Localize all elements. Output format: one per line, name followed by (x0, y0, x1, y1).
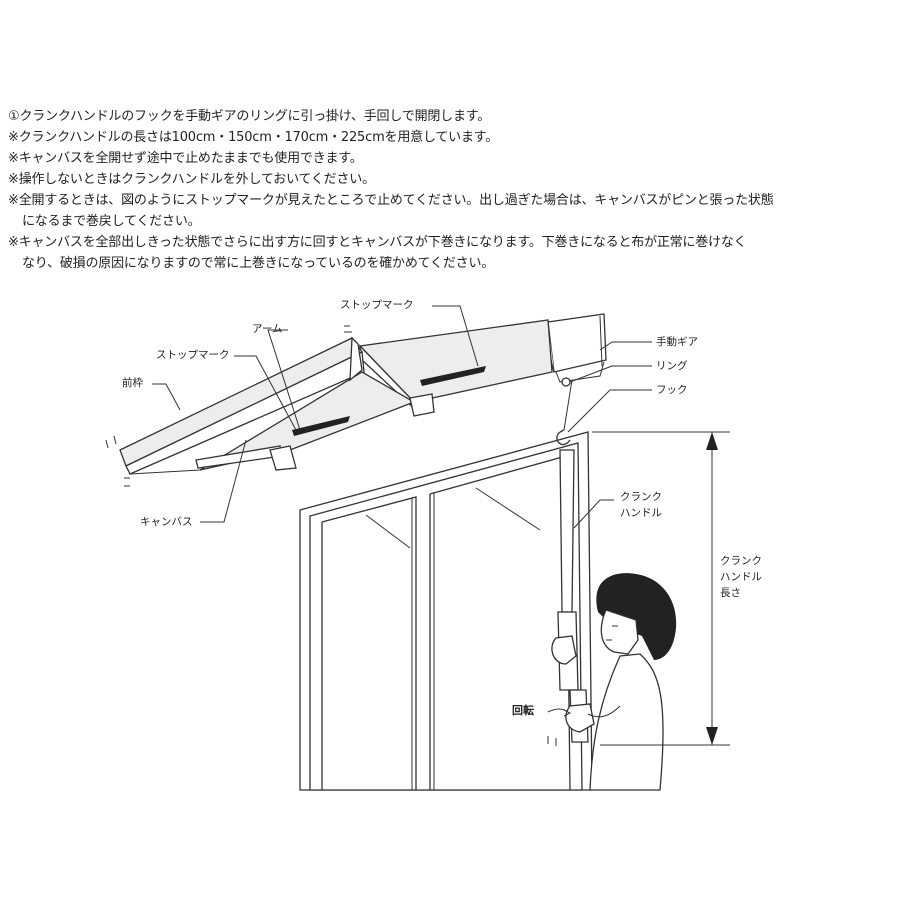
length-dimension (592, 431, 730, 746)
hook (556, 429, 571, 446)
person-operating-crank (547, 573, 677, 791)
label-hook: フック (656, 384, 688, 396)
note-1: ①クランクハンドルのフックを手動ギアのリングに引っ掛け、手回しで開閉します。 (8, 109, 491, 124)
note-5: ※全開するときは、図のようにストップマークが見えたところで止めてください。出し過… (8, 193, 774, 208)
note-4: ※操作しないときはクランクハンドルを外しておいてください。 (8, 172, 375, 187)
hand-lower (565, 703, 595, 733)
arm-joint (349, 336, 363, 382)
label-manual-gear: 手動ギア (656, 335, 698, 348)
hand-upper (551, 635, 577, 665)
note-5-continued: になるまで巻戻してください。 (22, 214, 201, 229)
label-front-frame: 前枠 (122, 376, 143, 389)
note-2: ※クランクハンドルの長さは100cm・150cm・170cm・225cmを用意し… (8, 130, 499, 145)
label-stop-mark-top: ストップマーク (340, 299, 414, 311)
note-3: ※キャンバスを全開せず途中で止めたままでも使用できます。 (8, 151, 363, 166)
label-crank-length-1: クランク (720, 555, 762, 567)
leader-lines (152, 305, 652, 529)
note-6: ※キャンバスを全部出しきった状態でさらに出す方に回すとキャンバスが下巻きになりま… (8, 235, 747, 250)
label-ring: リング (656, 359, 688, 372)
stop-mark-right (420, 366, 486, 386)
label-crank-handle-2: ハンドル (620, 507, 662, 519)
note-6-continued: なり、破損の原因になりますので常に上巻きになっているのを確かめてください。 (22, 256, 495, 271)
label-canvas: キャンバス (140, 516, 193, 528)
window-frame (299, 431, 593, 791)
hair (596, 573, 677, 660)
face (600, 609, 639, 655)
label-crank-handle-1: クランク (620, 491, 662, 503)
stop-mark-left (292, 416, 350, 436)
label-crank-length-3: 長さ (720, 587, 741, 599)
label-arm: アーム (252, 323, 283, 335)
label-rotation: 回転 (512, 703, 534, 717)
label-stop-mark-left: ストップマーク (156, 349, 230, 361)
awning (105, 313, 607, 487)
instruction-notes: ①クランクハンドルのフックを手動ギアのリングに引っ掛け、手回しで開閉します。 ※… (8, 106, 896, 274)
body (589, 653, 664, 791)
ring (561, 377, 571, 387)
label-crank-length-2: ハンドル (720, 571, 762, 583)
